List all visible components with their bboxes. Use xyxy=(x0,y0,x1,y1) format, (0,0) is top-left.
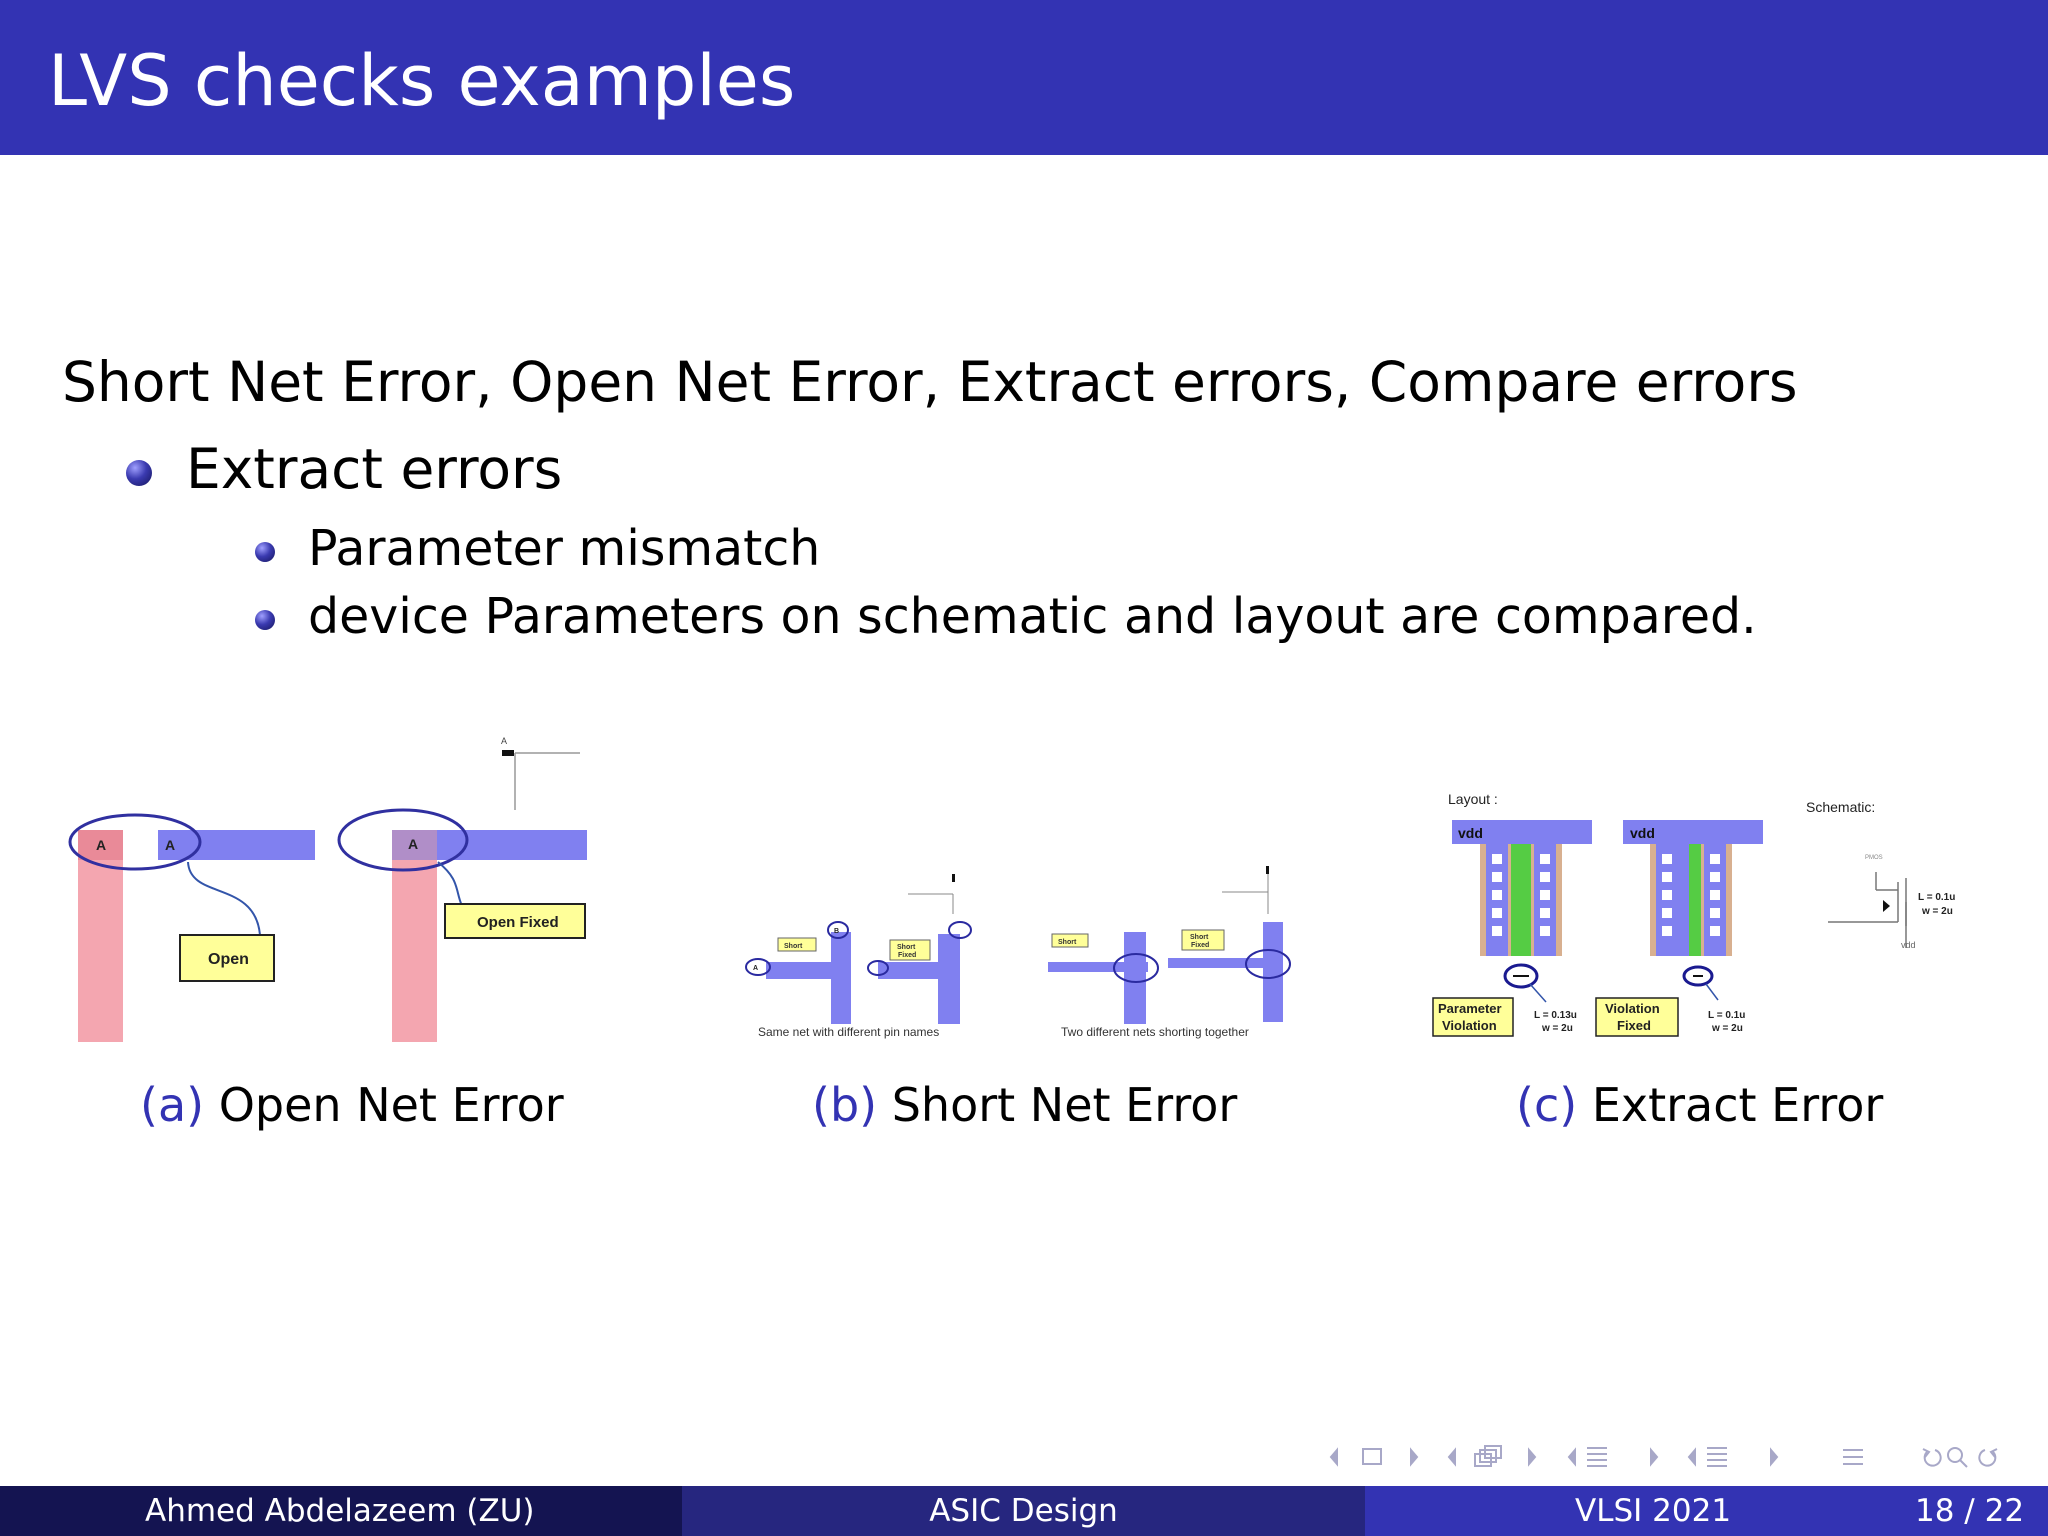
next-document-icon[interactable] xyxy=(1770,1447,1779,1467)
caption-text: Extract Error xyxy=(1591,1078,1884,1132)
caption-b: (b) Short Net Error xyxy=(812,1078,1237,1132)
fixed-label: Fixed xyxy=(1617,1018,1651,1033)
footer-author-segment: Ahmed Abdelazeem (ZU) xyxy=(0,1486,682,1536)
caption-a: (a) Open Net Error xyxy=(140,1078,564,1132)
width-value: w = 2u xyxy=(1711,1023,1743,1034)
prev-slide-icon[interactable] xyxy=(1329,1447,1338,1467)
caption-c: (c) Extract Error xyxy=(1516,1078,1883,1132)
layout-label: Layout : xyxy=(1448,791,1498,807)
open-label: Open xyxy=(208,951,249,968)
schematic-label: Schematic: xyxy=(1806,799,1875,815)
prev-subsection-icon[interactable] xyxy=(1447,1447,1456,1467)
slide-title: LVS checks examples xyxy=(48,40,796,122)
slide-frame-icon[interactable] xyxy=(1362,1448,1382,1465)
intro-line: Short Net Error, Open Net Error, Extract… xyxy=(62,350,1798,414)
caption-text: Open Net Error xyxy=(218,1078,564,1132)
short-label: Short xyxy=(897,944,916,951)
footer-course: ASIC Design xyxy=(682,1486,1365,1536)
subsection-frames-icon[interactable] xyxy=(1474,1445,1502,1467)
vdd-label: vdd xyxy=(1458,825,1483,841)
pin-label: A xyxy=(501,736,507,746)
caption-tag: (c) xyxy=(1516,1078,1578,1132)
bullet-ball-icon xyxy=(126,460,152,486)
length-value: L = 0.1u xyxy=(1918,892,1955,903)
figure-open-net-error: A A Open A Open Fixed A xyxy=(68,736,587,1042)
short-label: Short xyxy=(784,943,803,950)
short-label: Short xyxy=(1058,939,1077,946)
fixed-label: Fixed xyxy=(1191,942,1209,949)
pin-label: B xyxy=(834,928,839,935)
caption-text: Short Net Error xyxy=(891,1078,1238,1132)
footer-author: Ahmed Abdelazeem (ZU) xyxy=(145,1493,535,1529)
caption-tag: (b) xyxy=(812,1078,878,1132)
open-fixed-label: Open Fixed xyxy=(477,914,559,931)
caption-two-nets: Two different nets shorting together xyxy=(1061,1025,1249,1039)
next-subsection-icon[interactable] xyxy=(1528,1447,1537,1467)
section-icon[interactable] xyxy=(1587,1447,1607,1467)
prev-section-icon[interactable] xyxy=(1567,1447,1576,1467)
subbullet-ball-icon xyxy=(255,610,275,630)
redo-icon[interactable] xyxy=(1978,1448,1998,1467)
pin-label: A xyxy=(96,837,106,853)
vdd-label: vdd xyxy=(1901,940,1916,950)
subbullet-ball-icon xyxy=(255,542,275,562)
pin-label: A xyxy=(753,965,758,972)
next-slide-icon[interactable] xyxy=(1410,1447,1419,1467)
caption-tag: (a) xyxy=(140,1078,205,1132)
figure-extract-error: Layout : Schematic: vdd Parameter Violat… xyxy=(1432,791,1955,1037)
length-value: L = 0.13u xyxy=(1534,1010,1577,1021)
short-label: Short xyxy=(1190,934,1209,941)
prev-document-icon[interactable] xyxy=(1687,1447,1696,1467)
caption-same-net: Same net with different pin names xyxy=(758,1025,939,1039)
width-value: w = 2u xyxy=(1541,1023,1573,1034)
outline-icon[interactable] xyxy=(1843,1449,1863,1465)
subbullet-text: device Parameters on schematic and layou… xyxy=(308,588,1757,645)
subbullet-parameter-mismatch: Parameter mismatch xyxy=(255,520,821,577)
footer: Ahmed Abdelazeem (ZU) ASIC Design VLSI 2… xyxy=(0,1486,2048,1536)
bullet-extract-errors: Extract errors xyxy=(126,437,563,501)
vdd-label: vdd xyxy=(1630,825,1655,841)
figure-short-net-error: Short A B Short Fixed Same net with diff… xyxy=(745,866,1291,1039)
footer-event: VLSI 2021 xyxy=(1575,1493,1732,1529)
document-icon[interactable] xyxy=(1707,1447,1727,1467)
title-bar: LVS checks examples xyxy=(0,0,2048,155)
subbullet-text: Parameter mismatch xyxy=(308,520,821,577)
subbullet-device-parameters: device Parameters on schematic and layou… xyxy=(255,588,1757,645)
pin-label: A xyxy=(408,836,418,852)
navigation-bar xyxy=(1329,1445,1998,1468)
width-value: w = 2u xyxy=(1921,906,1953,917)
footer-page-number: 18 / 22 xyxy=(1915,1493,2025,1529)
search-icon[interactable] xyxy=(1947,1447,1968,1468)
bullet-text: Extract errors xyxy=(186,437,563,501)
violation-label: Violation xyxy=(1442,1018,1497,1033)
next-section-icon[interactable] xyxy=(1650,1447,1659,1467)
footer-right-segment: VLSI 2021 18 / 22 xyxy=(1365,1486,2048,1536)
fixed-label: Fixed xyxy=(898,952,916,959)
pmos-label: PMOS xyxy=(1865,855,1883,861)
parameter-label: Parameter xyxy=(1438,1001,1502,1016)
pin-label: A xyxy=(165,837,175,853)
undo-icon[interactable] xyxy=(1922,1448,1942,1467)
length-value: L = 0.1u xyxy=(1708,1010,1745,1021)
violation-label: Violation xyxy=(1605,1001,1660,1016)
